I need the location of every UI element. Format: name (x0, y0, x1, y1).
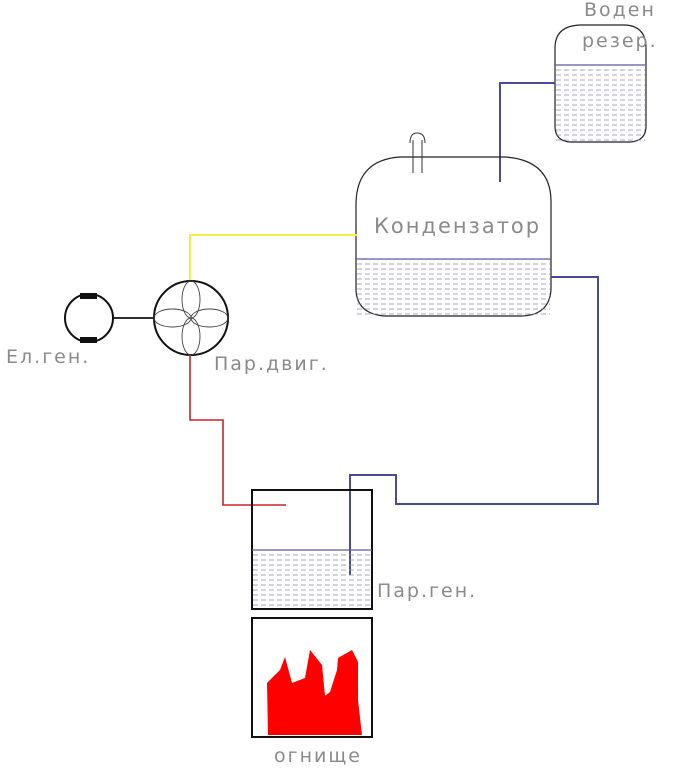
condenser-water (357, 263, 550, 315)
water-reservoir (554, 24, 647, 143)
turbine-petals-icon (153, 280, 229, 356)
condenser (355, 132, 552, 317)
steam-generator (251, 489, 373, 610)
firebox-label: огнище (274, 745, 362, 767)
water-pipe-condenser-to-steam-generator (349, 276, 599, 575)
steam-generator-label: Пар.ген. (377, 580, 477, 602)
water-pipe-reservoir-to-condenser (499, 82, 555, 182)
water-reservoir-water (556, 69, 645, 141)
electric-generator-label: Ел.ген. (6, 346, 90, 368)
steam-generator-water (253, 554, 371, 606)
firebox (251, 617, 373, 738)
electric-generator (64, 293, 114, 343)
generator-brush-top-icon (80, 293, 97, 299)
flame-icon (267, 650, 362, 735)
condenser-vent-icon (409, 132, 426, 173)
steam-pipe-generator-to-engine (189, 355, 286, 506)
generator-brush-bottom-icon (80, 337, 97, 343)
steam-engine (153, 280, 229, 356)
condenser-label: Кондензатор (374, 214, 541, 238)
water-reservoir-label-line1: Воден (584, 0, 656, 21)
steam-engine-label: Пар.двиг. (214, 353, 329, 375)
exhaust-steam-pipe (189, 234, 357, 281)
water-reservoir-label-line2: резер. (582, 30, 658, 52)
